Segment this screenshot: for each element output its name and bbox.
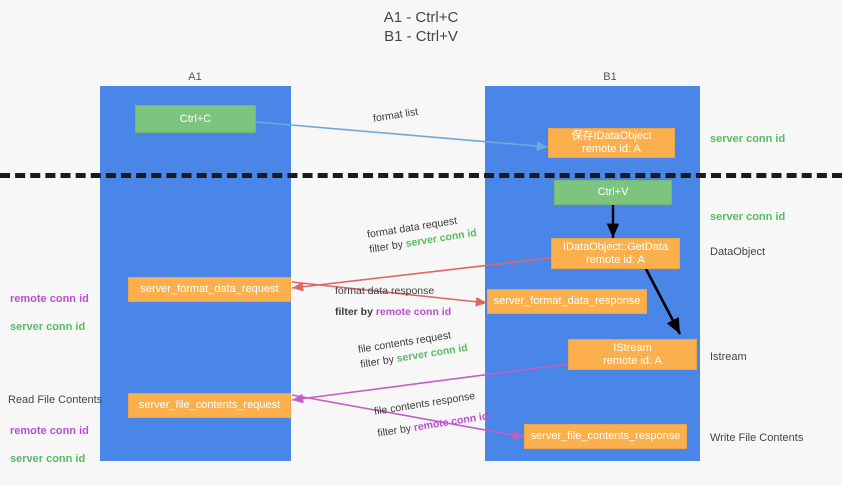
left-label-remote-conn-id: remote conn id [10, 293, 89, 305]
right-label-dataobject: DataObject [710, 246, 766, 258]
left-label-read-file-contents: Read File Contents [8, 394, 103, 406]
box-server-format-data-response[interactable]: server_format_data_response [487, 289, 647, 314]
box-idataobject-getdata[interactable]: IDataObject::GetData remote id: A [551, 238, 680, 269]
box-server-format-data-request[interactable]: server_format_data_request [128, 277, 291, 302]
right-label-write-file-contents: Write File Contents [710, 432, 804, 444]
lane-header-a1-title: A1 [188, 71, 202, 83]
left-label-conn-id-group-one: remote conn id server conn id [10, 278, 89, 348]
box-ctrl-v[interactable]: Ctrl+V [554, 180, 672, 205]
filter-value-remote-conn-id: remote conn id [375, 306, 452, 318]
box-server-file-contents-request[interactable]: server_file_contents_request [128, 393, 291, 418]
box-save-idataobject[interactable]: 保存IDataObject remote id: A [548, 128, 675, 158]
right-label-istream: Istream [710, 351, 747, 363]
box-ctrl-c[interactable]: Ctrl+C [135, 105, 256, 133]
left-label-conn-id-group-two: remote conn id server conn id [10, 410, 89, 480]
annotation-file-contents-response: file contents response filter by remote … [373, 387, 489, 441]
left-label-server-conn-id: server conn id [10, 453, 86, 465]
left-label-remote-conn-id: remote conn id [10, 425, 89, 437]
filter-value-remote-conn-id: remote conn id [412, 410, 490, 434]
annotation-file-contents-request: file contents request filter by server c… [357, 326, 469, 373]
right-label-server-conn-id-second: server conn id [710, 211, 786, 223]
annotation-format-data-response-line2: filter by remote conn id [335, 305, 451, 320]
page-title: A1 - Ctrl+C B1 - Ctrl+V [383, 9, 459, 45]
left-label-server-conn-id: server conn id [10, 321, 86, 333]
box-istream[interactable]: IStream remote id: A [568, 339, 697, 370]
lane-header-b1-title: B1 [603, 71, 617, 83]
annotation-format-data-response: format data response filter by remote co… [335, 284, 451, 320]
annotation-format-data-request: format data request filter by server con… [366, 211, 478, 258]
phase-divider [0, 173, 842, 178]
filter-prefix: filter by [376, 421, 415, 440]
annotation-format-list: format list [372, 105, 419, 125]
right-label-server-conn-id-top: server conn id [710, 133, 786, 145]
filter-prefix: filter by [335, 306, 376, 318]
annotation-format-data-response-line1: format data response [335, 285, 435, 297]
box-server-file-contents-response[interactable]: server_file_contents_response [524, 424, 687, 449]
